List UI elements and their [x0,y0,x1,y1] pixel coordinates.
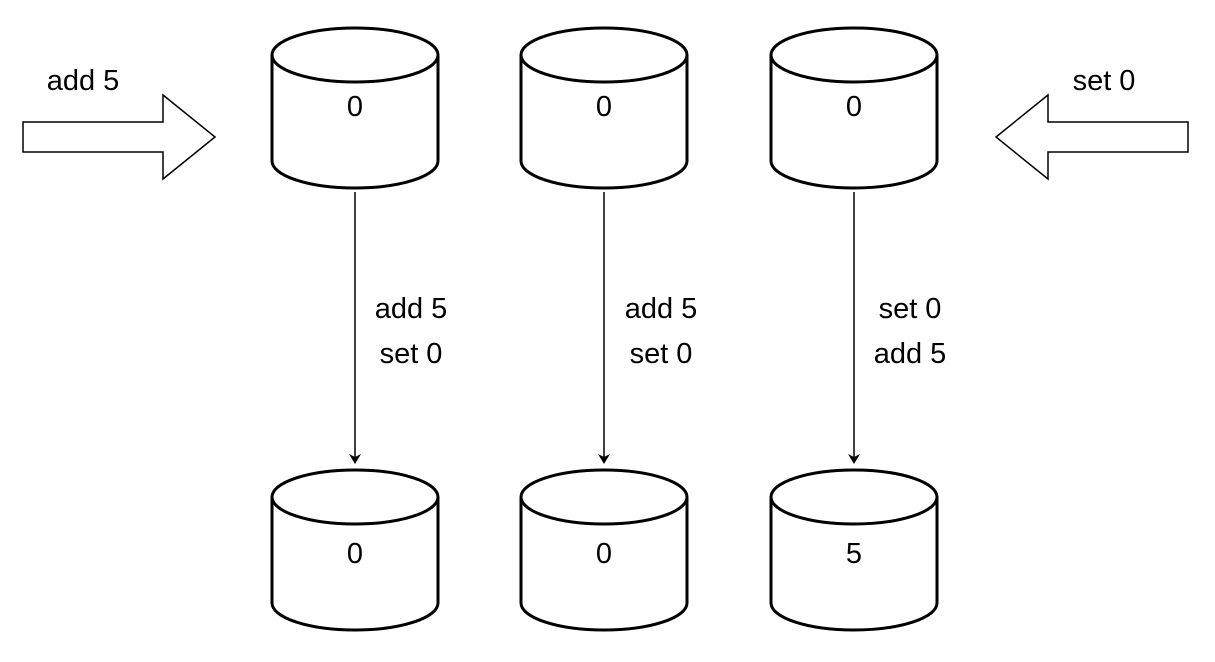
bottom-database-1-value: 0 [347,538,363,570]
bottom-database-3 [769,468,939,632]
top-database-1 [270,26,440,190]
top-database-3-value: 0 [846,91,862,123]
input-label-left: add 5 [47,65,120,97]
top-database-2-value: 0 [596,91,612,123]
input-arrow-right [994,93,1189,181]
bottom-database-2-value: 0 [596,538,612,570]
top-database-2 [519,26,689,190]
flow-op-3-second: add 5 [874,338,947,370]
flow-op-1-second: set 0 [380,338,443,370]
column-3: 0 set 0 add 5 5 [769,26,947,632]
flow-op-2-second: set 0 [630,338,693,370]
flow-op-3-first: set 0 [879,293,942,325]
bottom-database-3-value: 5 [846,538,862,570]
input-label-right: set 0 [1073,65,1136,97]
flow-op-2-first: add 5 [625,293,698,325]
column-2: 0 add 5 set 0 0 [519,26,698,632]
column-1: 0 add 5 set 0 0 [270,26,448,632]
input-arrow-left [22,93,217,181]
top-database-1-value: 0 [347,91,363,123]
bottom-database-1 [270,468,440,632]
top-database-3 [769,26,939,190]
flow-op-1-first: add 5 [375,293,448,325]
bottom-database-2 [519,468,689,632]
